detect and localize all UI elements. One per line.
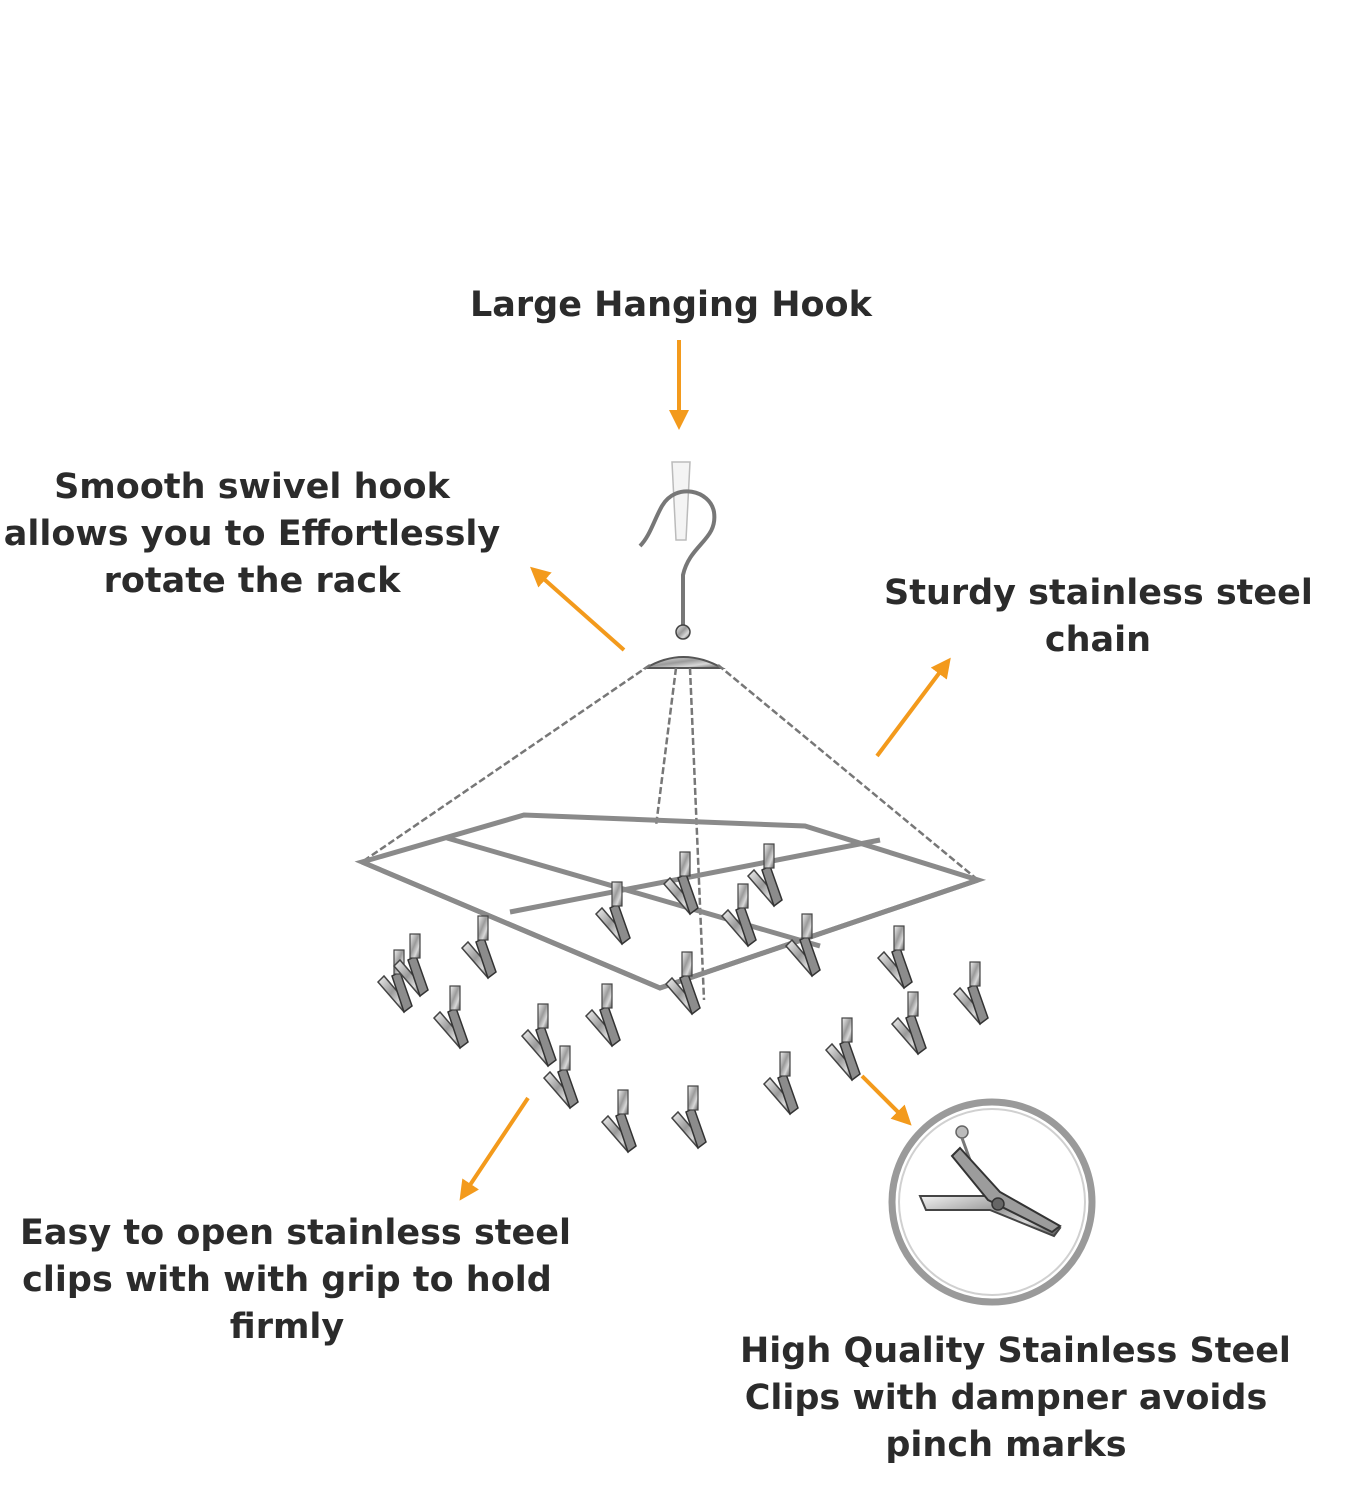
callout-chain-line: chain [1044, 620, 1152, 660]
callout-hanging-hook-line: Large Hanging Hook [470, 285, 872, 325]
callout-hanging-hook: Large Hanging Hook [470, 282, 872, 329]
callout-swivel-hook-line: allows you to Effortlessly [3, 514, 501, 554]
callout-quality-clips-line: High Quality Stainless Steel [740, 1331, 1291, 1371]
callout-swivel-hook-line: rotate the rack [103, 561, 401, 601]
arrow-chain [875, 657, 951, 758]
arrow-quality-clips [860, 1074, 912, 1126]
steel-chain [361, 663, 979, 1001]
callout-arrows [459, 340, 951, 1201]
clips [377, 843, 989, 1153]
callout-easy-clips-line: clips with with grip to hold [22, 1260, 552, 1300]
callout-quality-clips-line: pinch marks [885, 1425, 1127, 1465]
callout-chain: Sturdy stainless steel chain [884, 570, 1313, 664]
clip-detail-inset [888, 1098, 1096, 1306]
callout-chain-line: Sturdy stainless steel [884, 573, 1313, 613]
callout-easy-clips: Easy to open stainless steel clips with … [20, 1210, 571, 1351]
hanging-hook [638, 461, 717, 640]
arrow-swivel-hook [530, 566, 626, 652]
callout-quality-clips-line: Clips with dampner avoids [744, 1378, 1268, 1418]
callout-easy-clips-line: firmly [229, 1307, 345, 1347]
callout-swivel-hook-line: Smooth swivel hook [54, 467, 450, 507]
callout-quality-clips: High Quality Stainless Steel Clips with … [740, 1328, 1291, 1469]
callout-swivel-hook: Smooth swivel hook allows you to Effortl… [0, 464, 504, 605]
rack-frame [354, 812, 987, 991]
swivel-hook [642, 656, 726, 669]
callout-easy-clips-line: Easy to open stainless steel [20, 1213, 571, 1253]
arrow-easy-clips [459, 1096, 530, 1201]
